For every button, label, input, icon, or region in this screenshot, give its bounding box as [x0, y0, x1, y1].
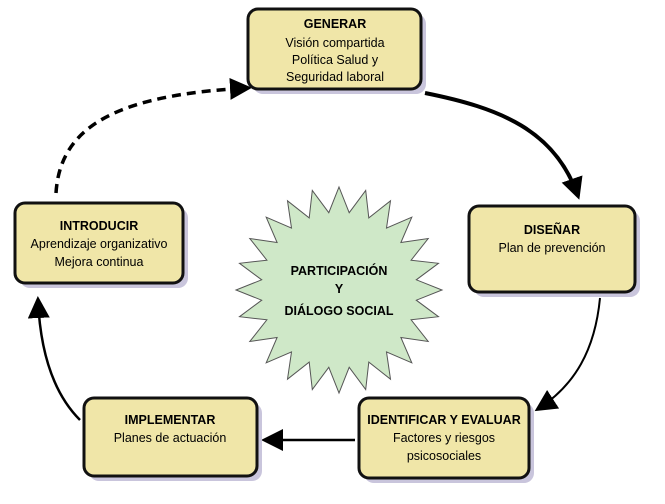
stage-introducir: INTRODUCIR Aprendizaje organizativo Mejo…	[13, 201, 188, 288]
stage-disenar-box	[467, 204, 637, 294]
stage-disenar-title: DISEÑAR	[524, 222, 580, 237]
arrow-disenar-to-identificar	[534, 297, 601, 412]
stage-generar-box	[246, 7, 423, 91]
stage-disenar: DISEÑAR Plan de prevención	[467, 204, 640, 297]
stage-identificar-box	[357, 396, 531, 480]
stage-implementar-title: IMPLEMENTAR	[125, 413, 216, 427]
stage-disenar-line-1: Plan de prevención	[498, 241, 605, 255]
stage-generar-line-2: Política Salud y	[292, 53, 379, 67]
stage-identificar-title: IDENTIFICAR Y EVALUAR	[367, 413, 521, 427]
stage-introducir-box	[13, 201, 185, 285]
stage-identificar: IDENTIFICAR Y EVALUAR Factores y riesgos…	[357, 396, 534, 483]
stage-generar: GENERAR Visión compartida Política Salud…	[246, 7, 426, 94]
stage-generar-title: GENERAR	[304, 17, 367, 31]
stage-introducir-line-2: Mejora continua	[55, 255, 144, 269]
center-star: PARTICIPACIÓN Y DIÁLOGO SOCIAL	[234, 185, 444, 395]
center-line-1: PARTICIPACIÓN	[291, 263, 388, 278]
stage-generar-line-3: Seguridad laboral	[286, 70, 384, 84]
stage-implementar-box	[82, 396, 259, 478]
arrow-generar-to-disenar	[424, 91, 583, 200]
arrow-implementar-to-introducir	[27, 296, 81, 421]
center-line-3: DIÁLOGO SOCIAL	[284, 303, 393, 318]
stage-generar-line-1: Visión compartida	[285, 36, 384, 50]
center-line-2: Y	[335, 282, 344, 296]
stage-introducir-title: INTRODUCIR	[60, 219, 138, 233]
stage-identificar-line-1: Factores y riesgos	[393, 431, 495, 445]
arrow-introducir-to-generar-dashed	[54, 77, 252, 194]
star-shape	[234, 185, 444, 395]
stage-implementar-line-1: Planes de actuación	[114, 431, 227, 445]
stage-introducir-line-1: Aprendizaje organizativo	[31, 237, 168, 251]
stage-implementar: IMPLEMENTAR Planes de actuación	[82, 396, 262, 481]
stage-identificar-line-2: psicosociales	[407, 449, 481, 463]
